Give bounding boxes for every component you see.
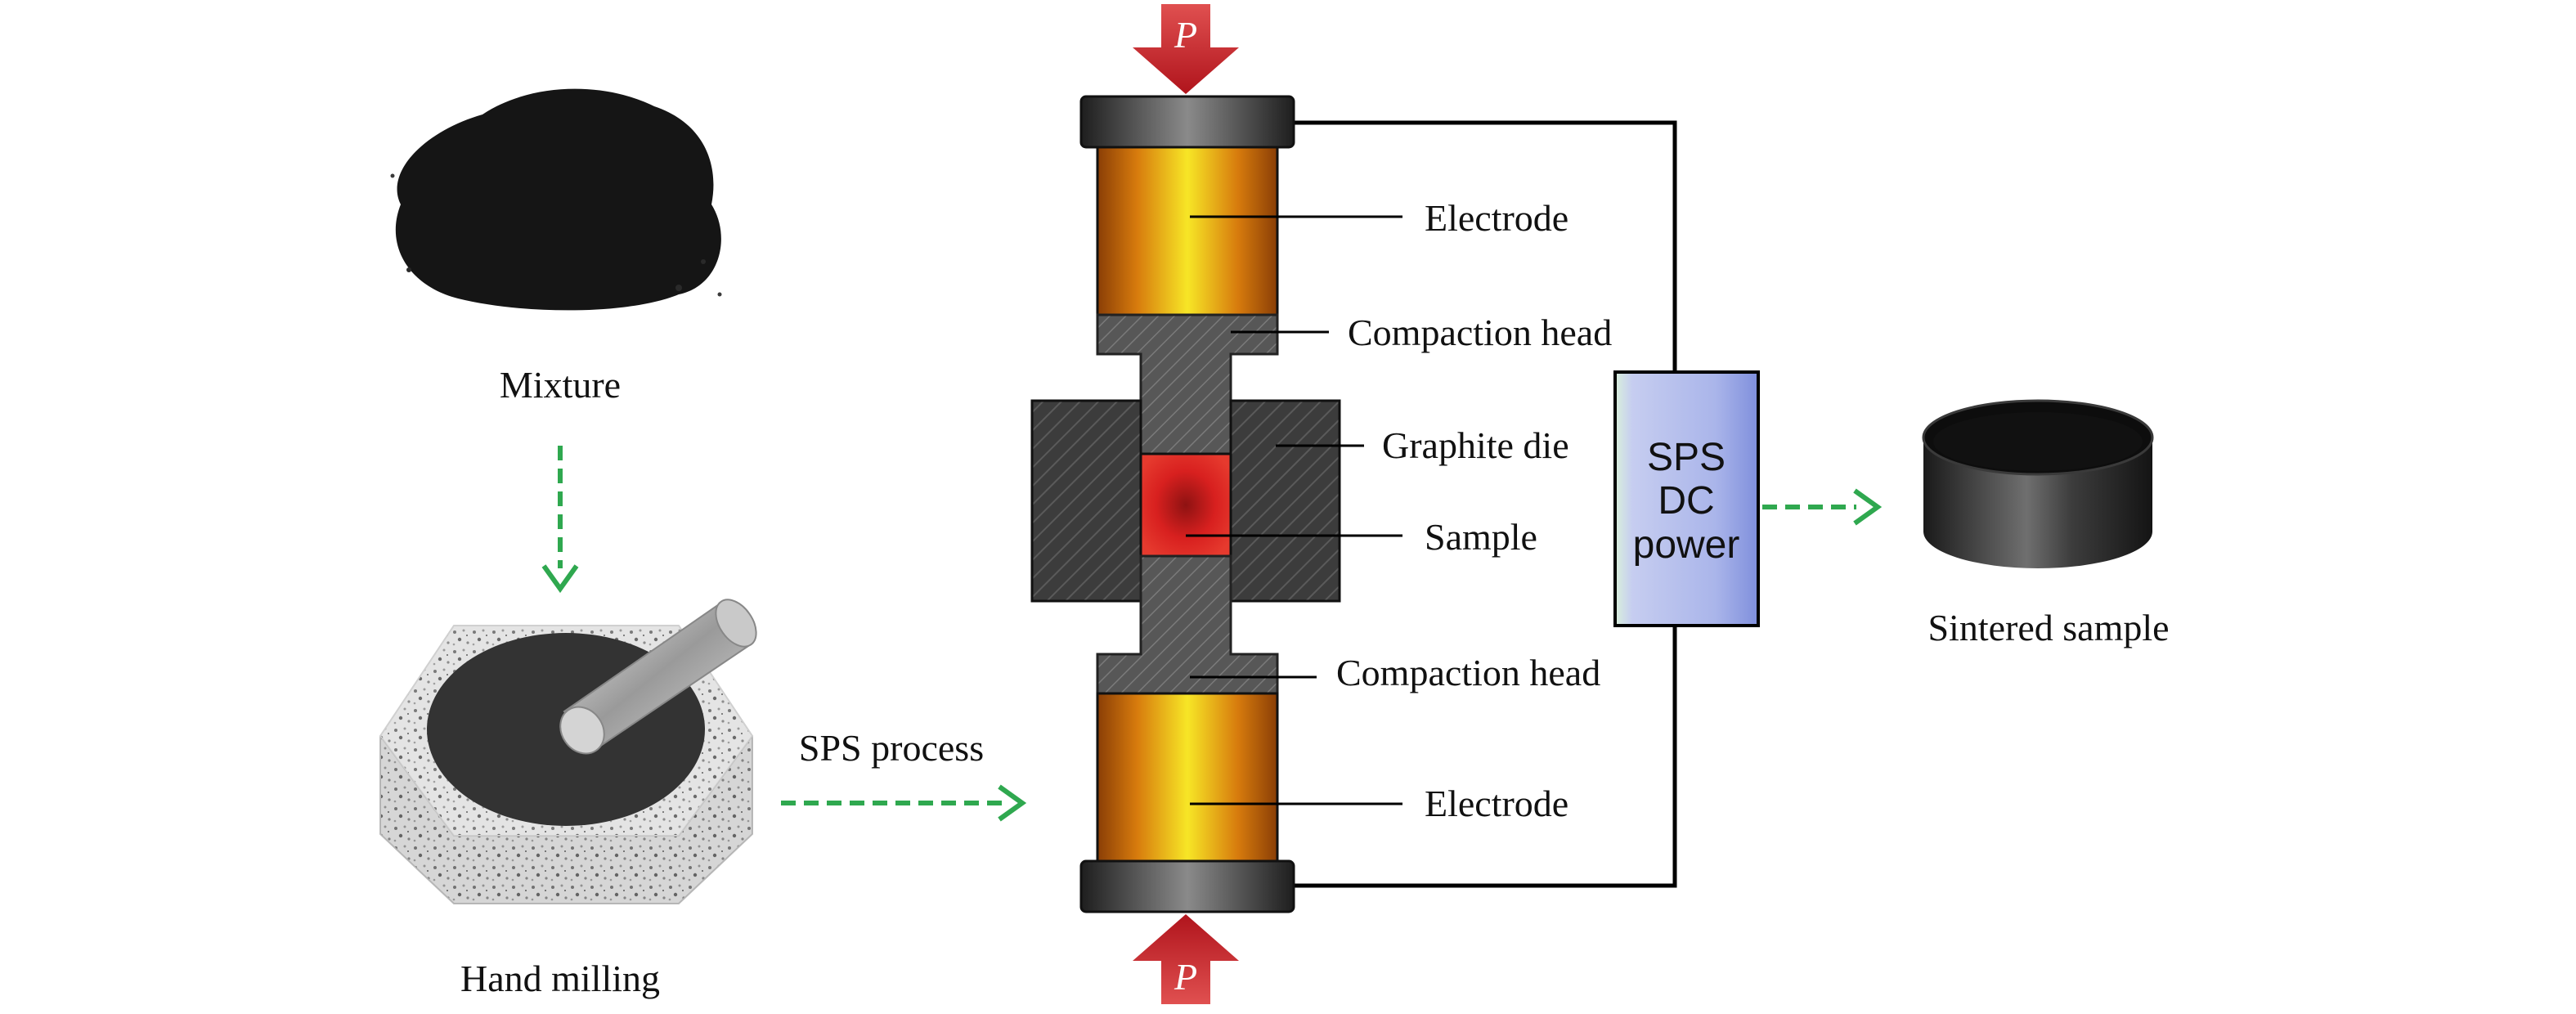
pressure-arrow-bottom	[1133, 914, 1239, 1004]
leader-lines	[1186, 215, 1402, 805]
electrode-cap-bottom	[1079, 859, 1295, 913]
flow-arrow-to-sintered	[1762, 488, 1883, 526]
pressure-top-label: P	[1174, 14, 1197, 56]
electrode-bottom-label: Electrode	[1425, 783, 1568, 824]
power-label-line2: DC	[1658, 479, 1714, 523]
circuit-wire	[1294, 120, 1677, 888]
mixture-label: Mixture	[500, 364, 621, 406]
powder-pile-icon	[390, 88, 722, 311]
graphite-die	[1030, 399, 1341, 603]
compaction-head-bottom-label: Compaction head	[1336, 652, 1600, 693]
electrode-top-label: Electrode	[1425, 197, 1568, 239]
hand-milling-label: Hand milling	[460, 958, 660, 999]
flow-arrow-sps-process	[781, 784, 1027, 822]
sps-dc-power-box	[1613, 370, 1760, 627]
sps-process-label: SPS process	[799, 727, 984, 769]
sintered-pellet-icon	[1922, 399, 2154, 568]
pressure-bottom-label: P	[1174, 956, 1197, 998]
electrode-bottom	[1096, 692, 1279, 863]
flow-arrow-down	[541, 446, 579, 594]
pressure-arrow-top	[1133, 4, 1239, 94]
electrode-top	[1096, 146, 1279, 316]
compaction-head-top-label: Compaction head	[1348, 312, 1612, 353]
sample-block	[1139, 452, 1232, 558]
sintered-sample-label: Sintered sample	[1928, 607, 2169, 648]
sample-label: Sample	[1425, 516, 1537, 558]
power-label-line3: power	[1633, 523, 1740, 567]
electrode-cap-top	[1079, 95, 1295, 149]
graphite-die-label: Graphite die	[1382, 424, 1569, 466]
mortar-pestle-icon	[379, 599, 757, 904]
power-label-line1: SPS	[1647, 436, 1726, 479]
